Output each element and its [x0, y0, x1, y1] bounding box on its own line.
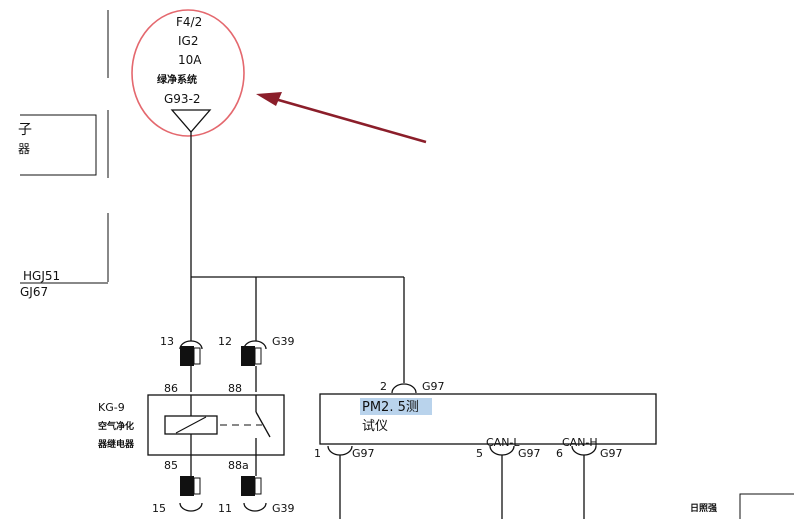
pm25-can-h-num: 6	[556, 447, 563, 460]
triangle-connector-icon	[170, 109, 212, 133]
connector-15-terminal-icon	[180, 476, 194, 496]
sunlight-sensor-box	[739, 493, 794, 519]
connector-13-terminal-icon	[180, 346, 194, 366]
pm25-pin1-num: 1	[314, 447, 321, 460]
pm25-title-1: PM2. 5测	[362, 400, 419, 415]
pm25-can-l-label: CAN-L	[486, 436, 520, 449]
annotation-arrow-icon	[256, 92, 282, 106]
relay-switch-blade-icon	[255, 411, 271, 438]
pm25-title-2: 试仪	[362, 419, 388, 434]
connector-13-terminal-edge	[193, 347, 201, 365]
pm25-pin1-cup-icon	[327, 445, 353, 456]
pm25-pin2-num: 2	[380, 380, 387, 393]
relay-id: KG-9	[98, 401, 125, 414]
relay-name-2: 器继电器	[97, 438, 135, 450]
pm25-can-h-name: G97	[600, 447, 623, 460]
connector-12-terminal-edge	[254, 347, 262, 365]
left-component-box	[20, 114, 97, 176]
pm25-box	[319, 393, 657, 445]
connector-11-cup-icon	[243, 502, 267, 512]
pm25-can-l-name: G97	[518, 447, 541, 460]
highlight-circle	[131, 9, 245, 137]
fuse-id: F4/2	[176, 15, 202, 29]
fuse-connector: G93-2	[164, 92, 201, 106]
connector-12-name: G39	[272, 335, 295, 348]
fuse-system: 绿净系统	[157, 73, 197, 86]
pm25-title-selection	[360, 398, 432, 415]
relay-pin-88a: 88a	[228, 459, 249, 472]
pm25-can-l-num: 5	[476, 447, 483, 460]
hgj51-label: HGJ51	[23, 269, 60, 283]
connector-12-num: 12	[218, 335, 232, 348]
connector-12-terminal-icon	[241, 346, 255, 366]
sunlight-sensor-label: 日照强	[690, 503, 717, 514]
connector-15-terminal-edge	[193, 477, 201, 495]
fuse-circuit: IG2	[178, 34, 198, 48]
annotation-arrow-shaft	[267, 95, 427, 144]
connector-13-num: 13	[160, 335, 174, 348]
relay-box	[147, 394, 285, 456]
left-box-text-1: 子	[18, 122, 32, 138]
relay-pin-86: 86	[164, 382, 178, 395]
connector-15-num: 15	[152, 502, 166, 515]
pm25-pin2-cup-icon	[391, 383, 417, 394]
fuse-rating: 10A	[178, 53, 202, 67]
pm25-pin2-name: G97	[422, 380, 445, 393]
pm25-can-h-label: CAN-H	[562, 436, 598, 449]
connector-11-num: 11	[218, 502, 232, 515]
connector-11-terminal-edge	[254, 477, 262, 495]
relay-pin-88: 88	[228, 382, 242, 395]
gj67-label: GJ67	[20, 285, 48, 299]
pm25-pin1-name: G97	[352, 447, 375, 460]
relay-coil-slash	[175, 416, 207, 434]
connector-11-terminal-icon	[241, 476, 255, 496]
relay-name-1: 空气净化	[98, 420, 134, 432]
relay-pin-85: 85	[164, 459, 178, 472]
connector-15-cup-icon	[179, 502, 203, 512]
left-box-text-2: 器	[18, 142, 30, 156]
connector-11-name: G39	[272, 502, 295, 515]
